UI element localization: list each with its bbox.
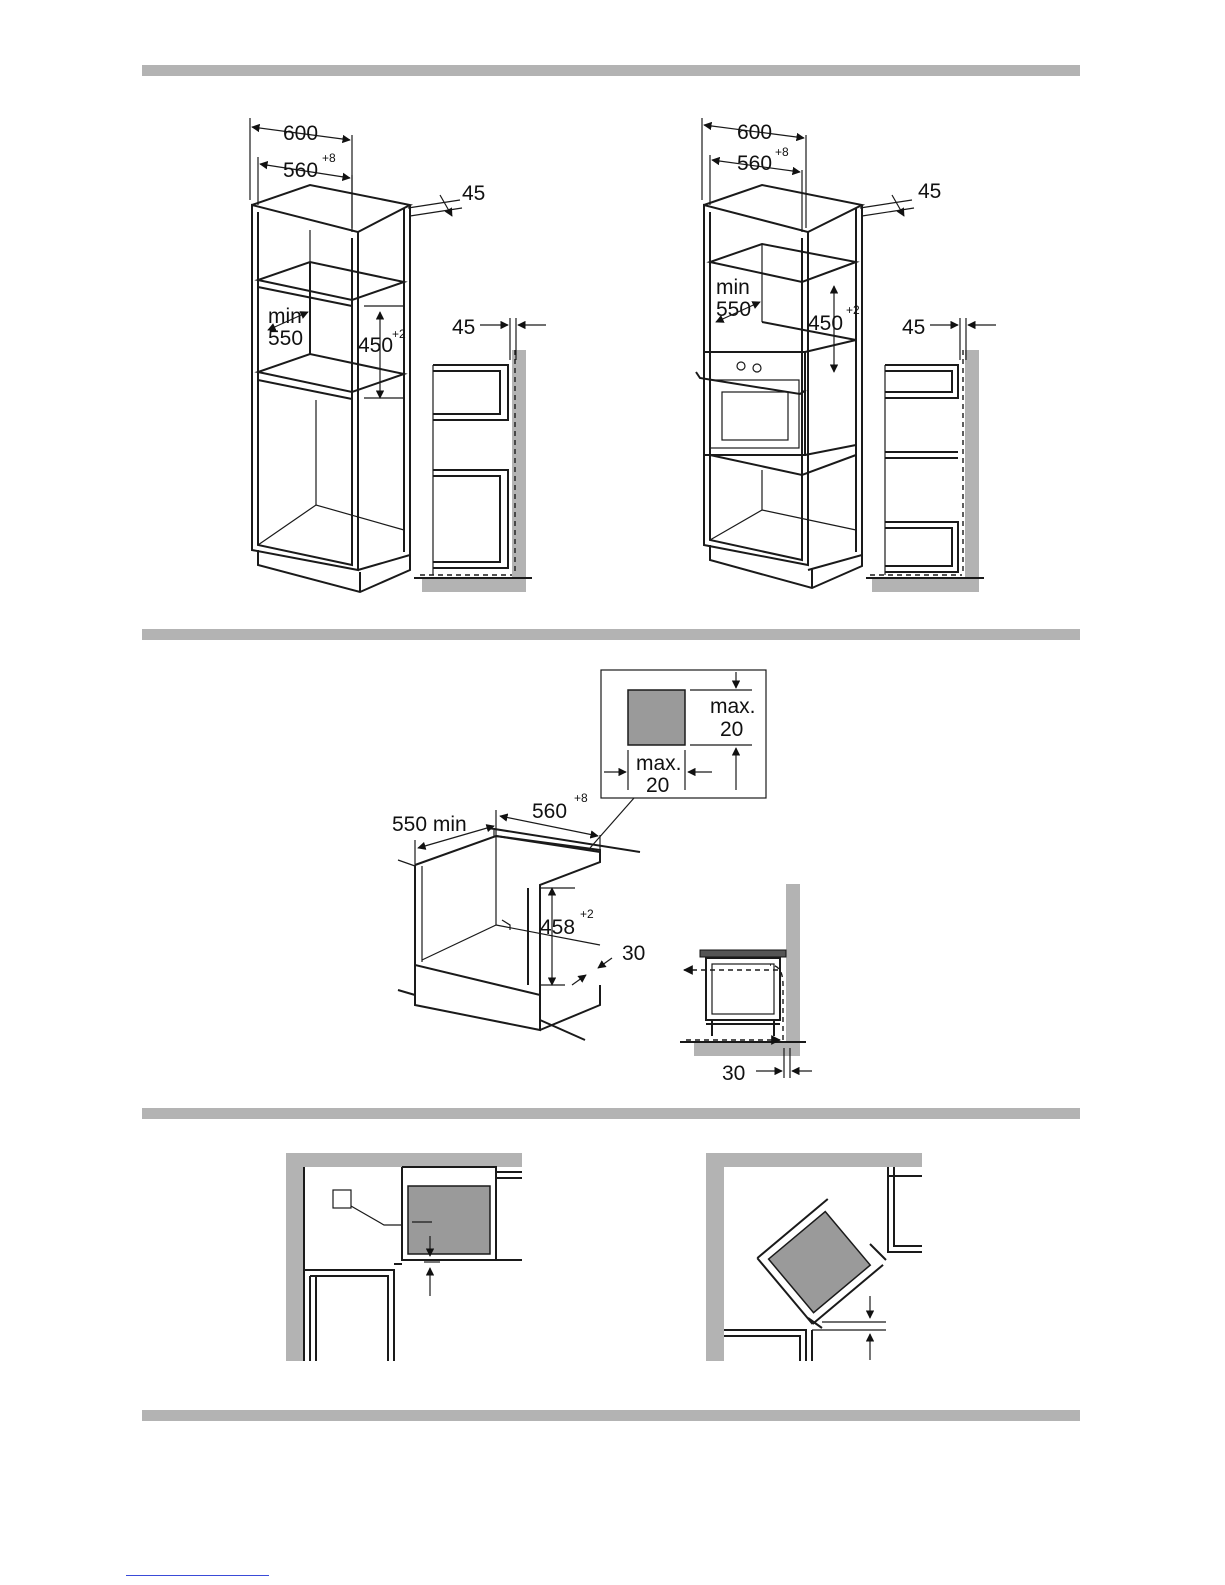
fig1-wall bbox=[512, 350, 526, 586]
figure-corner-straight bbox=[286, 1153, 522, 1361]
fig3-depth-label: 550 min bbox=[392, 813, 467, 836]
fig3-wall bbox=[786, 884, 800, 1044]
corner-appliance-angled bbox=[769, 1212, 871, 1313]
fig2-niche-width-tol: +8 bbox=[775, 145, 789, 159]
figure-tall-cabinet-empty: 600 560 +8 45 min 550 450 +2 45 bbox=[250, 118, 546, 592]
fig1-depth-label: 550 bbox=[268, 327, 303, 350]
fig1-width-label: 600 bbox=[283, 122, 318, 145]
fig2-width-label: 600 bbox=[737, 121, 772, 144]
fig1-niche-width-tol: +8 bbox=[322, 151, 336, 165]
footer-link-underline bbox=[126, 1575, 269, 1576]
fig2-wall bbox=[965, 350, 979, 586]
fig2-niche-width-label: 560 bbox=[737, 152, 772, 175]
inset-max-label-2: max. bbox=[636, 752, 682, 775]
fig3-height-tol: +2 bbox=[580, 907, 594, 921]
fig2-min-label: min bbox=[716, 276, 750, 299]
fig1-side-gap-label: 45 bbox=[452, 316, 475, 339]
fig2-depth-label: 550 bbox=[716, 298, 751, 321]
fig2-height-label: 450 bbox=[808, 312, 843, 335]
fig2-side-gap-label: 45 bbox=[902, 316, 925, 339]
fig3-side-gap-label: 30 bbox=[722, 1062, 745, 1085]
inset-appliance-square bbox=[628, 690, 685, 745]
fig1-height-tol: +2 bbox=[392, 327, 406, 341]
fig2-top-gap-label: 45 bbox=[918, 180, 941, 203]
inset-val-label-1: 20 bbox=[720, 718, 743, 741]
fig3-width-label: 560 bbox=[532, 800, 567, 823]
figure-corner-angled bbox=[706, 1153, 922, 1361]
fig1-top-gap-label: 45 bbox=[462, 182, 485, 205]
fig3-gap-label: 30 bbox=[622, 942, 645, 965]
inset-max-label-1: max. bbox=[710, 695, 756, 718]
corner-appliance-straight bbox=[408, 1186, 490, 1254]
fig3-width-tol: +8 bbox=[574, 791, 588, 805]
fig1-height-label: 450 bbox=[358, 334, 393, 357]
inset-val-label-2: 20 bbox=[646, 774, 669, 797]
fig1-niche-width-label: 560 bbox=[283, 159, 318, 182]
fig2-height-tol: +2 bbox=[846, 303, 860, 317]
fig3-height-label: 458 bbox=[540, 916, 575, 939]
figure-under-counter: max. 20 max. 20 550 min 560 +8 458 +2 30 bbox=[392, 670, 812, 1085]
figure-tall-cabinet-with-oven: 600 560 +8 45 min 550 450 +2 45 bbox=[696, 118, 996, 592]
